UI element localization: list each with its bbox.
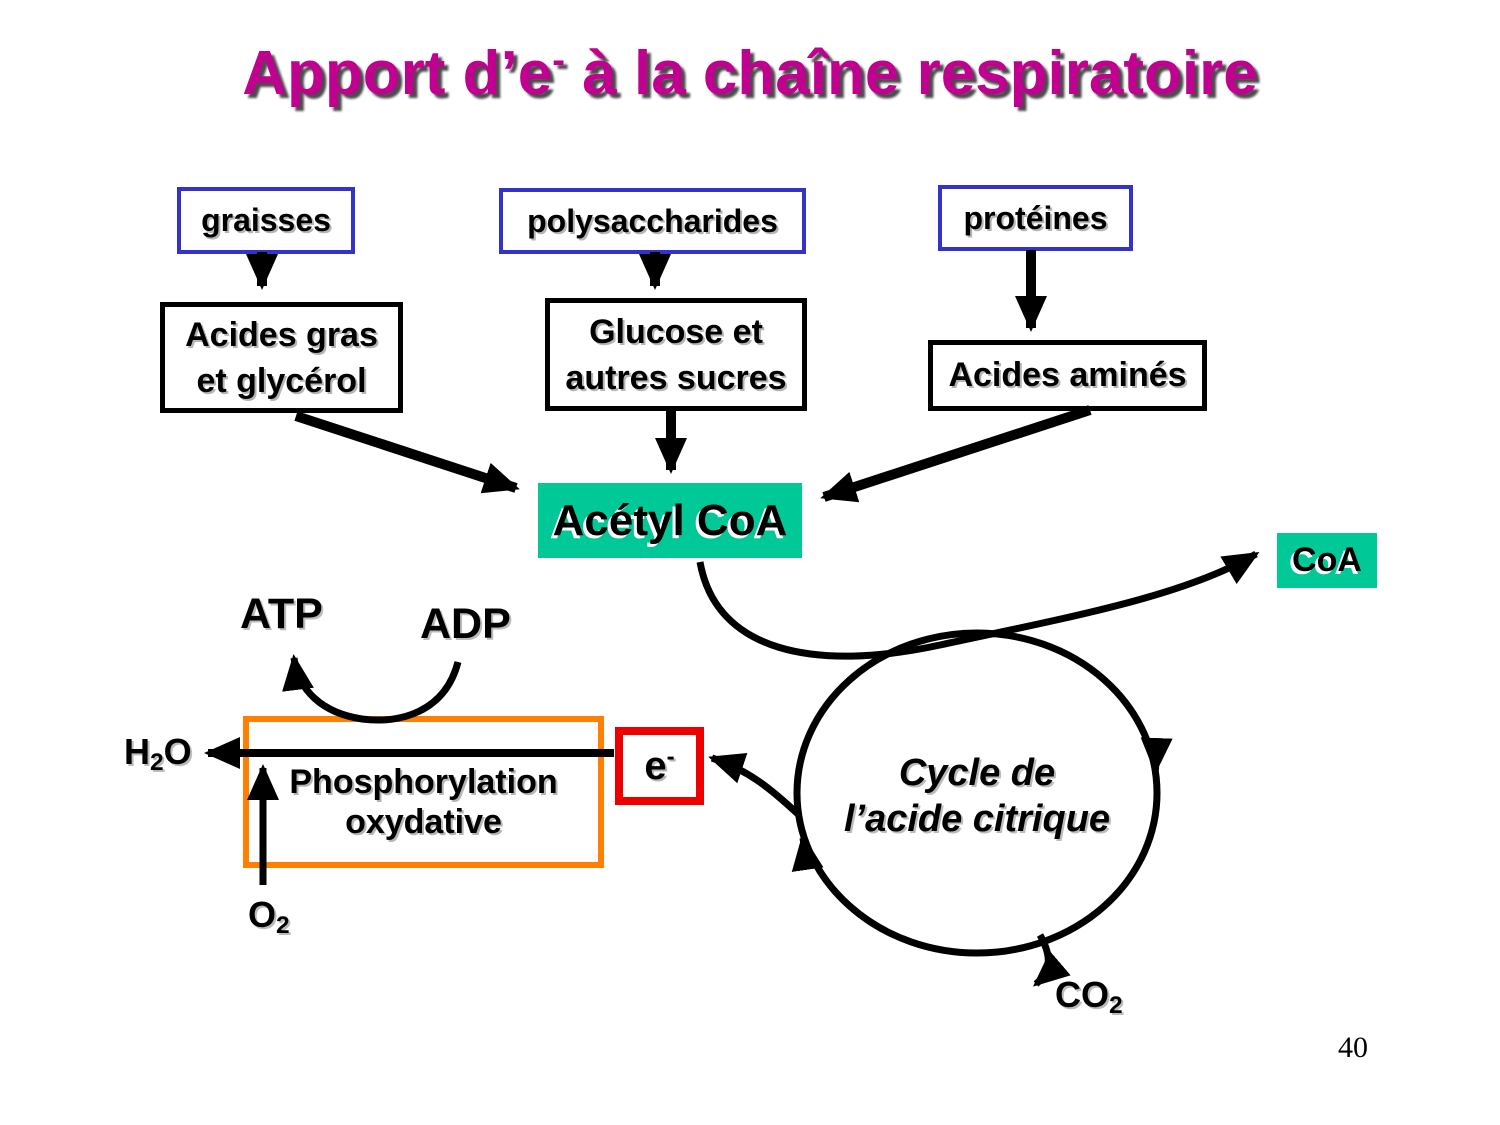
fats-label: graisses bbox=[201, 202, 331, 238]
title-text-tail: à la chaîne respiratoire bbox=[565, 39, 1258, 108]
arrow-fatty-acids-to-acetyl-coa bbox=[294, 411, 520, 494]
glucose-sugars-label: Glucose et autres sucres bbox=[565, 309, 786, 401]
electron-label: e- bbox=[644, 744, 674, 789]
phosphorylation-line2: oxydative bbox=[345, 803, 502, 841]
h2o-base: H bbox=[124, 731, 150, 772]
o2-base: O bbox=[248, 894, 277, 935]
fats-box: graisses bbox=[177, 187, 355, 254]
adp-label: ADP bbox=[420, 600, 511, 648]
coa-box: CoA bbox=[1277, 533, 1377, 588]
cycle-line1: Cycle de bbox=[898, 752, 1056, 794]
arrow-amino-acids-to-acetyl-coa bbox=[820, 405, 1092, 503]
glucose-sugars-box: Glucose et autres sucres bbox=[545, 298, 807, 411]
title-text: Apport d’e bbox=[242, 39, 553, 108]
co2-subscript: 2 bbox=[1109, 992, 1123, 1020]
fatty-acids-line1: Acides gras bbox=[185, 315, 378, 354]
fatty-acids-glycerol-label: Acides gras et glycérol bbox=[185, 312, 378, 404]
electron-box: e- bbox=[615, 727, 704, 805]
co2-base: CO bbox=[1055, 974, 1109, 1015]
page-number: 40 bbox=[1338, 1031, 1368, 1064]
acetyl-coa-label: Acétyl CoA bbox=[552, 495, 788, 545]
phosphorylation-line1: Phosphorylation bbox=[289, 763, 558, 801]
polysaccharides-label: polysaccharides bbox=[527, 202, 778, 239]
atp-label: ATP bbox=[240, 590, 323, 638]
fatty-acids-line2: et glycérol bbox=[196, 361, 367, 400]
glucose-line1: Glucose et bbox=[589, 312, 763, 351]
electron-superscript-minus: - bbox=[666, 743, 675, 771]
co2-label: CO2 bbox=[1055, 974, 1123, 1020]
h2o-subscript: 2 bbox=[150, 749, 164, 777]
arrow-cycle-to-co2 bbox=[1032, 933, 1071, 987]
h2o-label: H2O bbox=[124, 731, 192, 777]
arrow-cycle-to-electron bbox=[708, 752, 802, 818]
arrow-adp-to-atp bbox=[282, 654, 462, 724]
polysaccharides-box: polysaccharides bbox=[499, 188, 806, 254]
amino-acids-box: Acides aminés bbox=[928, 340, 1207, 411]
glucose-line2: autres sucres bbox=[565, 358, 787, 397]
electron-base: e bbox=[644, 743, 667, 788]
coa-label: CoA bbox=[1292, 541, 1362, 579]
o2-label: O2 bbox=[248, 894, 290, 940]
acetyl-coa-box: Acétyl CoA bbox=[538, 483, 802, 558]
title-superscript-minus: - bbox=[552, 38, 566, 82]
arrow-acetyl-coa-to-coa bbox=[696, 550, 1260, 660]
amino-acids-label: Acides aminés bbox=[948, 356, 1187, 394]
cycle-line2: l’acide citrique bbox=[843, 798, 1111, 840]
h2o-tail: O bbox=[163, 731, 192, 772]
proteins-label: protéines bbox=[963, 199, 1108, 236]
o2-subscript: 2 bbox=[276, 912, 290, 940]
proteins-box: protéines bbox=[938, 185, 1133, 251]
fatty-acids-glycerol-box: Acides gras et glycérol bbox=[160, 302, 403, 413]
slide-title: Apport d’e- à la chaîne respiratoire bbox=[0, 38, 1500, 109]
